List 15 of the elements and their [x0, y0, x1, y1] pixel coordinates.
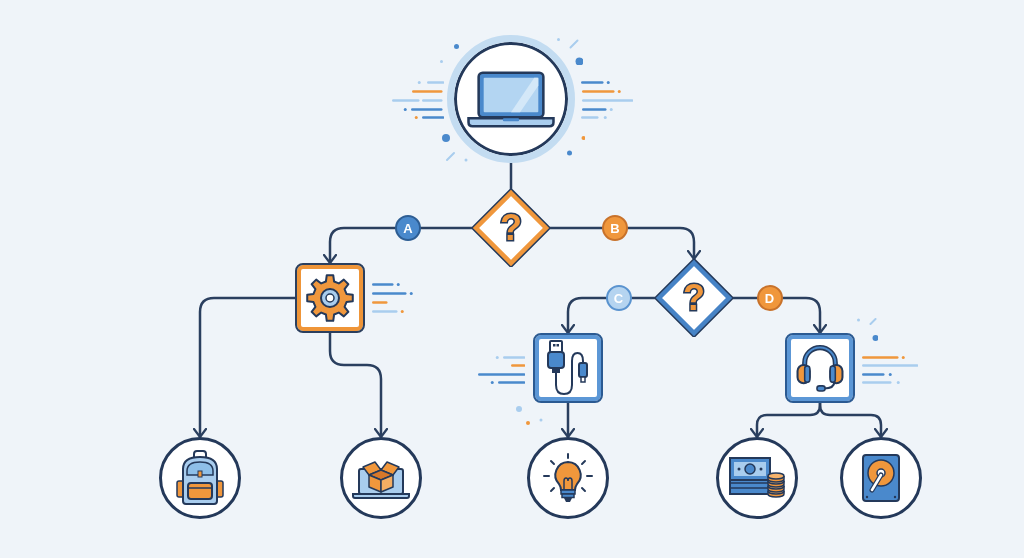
icon-tile [295, 263, 365, 333]
arrow [192, 296, 295, 439]
question-mark: ? [683, 280, 705, 316]
edge-label: D [756, 285, 783, 311]
edge-label: B [602, 215, 628, 241]
icon-tile [533, 333, 603, 403]
edge-label: A [395, 215, 421, 241]
question-mark: ? [500, 210, 522, 246]
arrow [328, 333, 389, 439]
arrow [560, 403, 576, 439]
connector-line [509, 163, 513, 189]
arrow [818, 403, 889, 439]
edge-label: C [605, 285, 632, 311]
icon-tile [785, 333, 855, 403]
arrow [322, 226, 472, 265]
